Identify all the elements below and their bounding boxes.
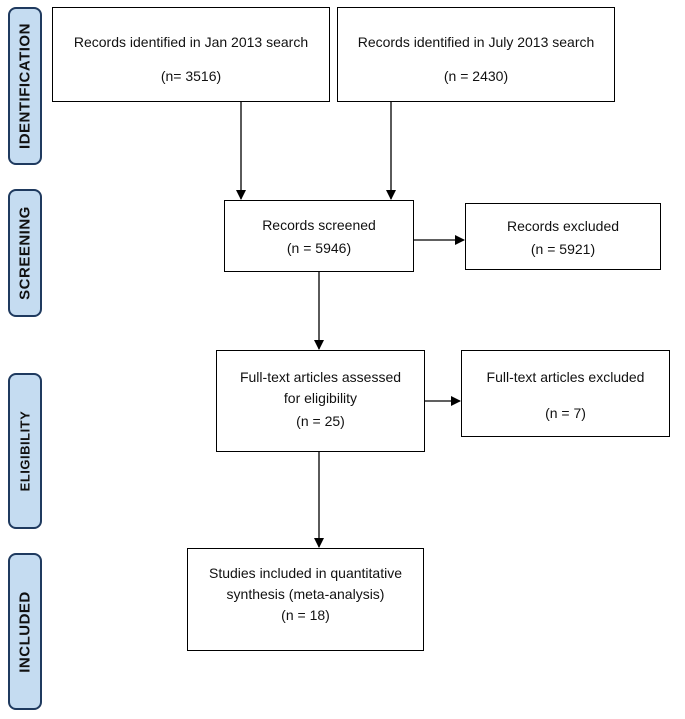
fulltext-assessed-count: (n = 25) — [296, 413, 345, 429]
box-jan-search: Records identified in Jan 2013 search (n… — [52, 7, 330, 102]
box-included-studies: Studies included in quantitative synthes… — [187, 548, 424, 651]
stage-eligibility: ELIGIBILITY — [8, 373, 42, 529]
records-screened-title: Records screened — [262, 217, 376, 233]
stage-included: INCLUDED — [8, 553, 42, 710]
records-screened-count: (n = 5946) — [286, 239, 352, 256]
fulltext-excluded-title: Full-text articles excluded — [486, 369, 645, 385]
july-search-title: Records identified in July 2013 search — [357, 34, 595, 50]
fulltext-assessed-title-1: Full-text articles assessed — [239, 369, 402, 385]
fulltext-assessed-title-2: for eligibility — [283, 389, 358, 406]
box-fulltext-assessed: Full-text articles assessed for eligibil… — [216, 350, 425, 452]
box-records-screened: Records screened (n = 5946) — [224, 200, 414, 272]
included-studies-count: (n = 18) — [281, 607, 330, 623]
box-fulltext-excluded: Full-text articles excluded (n = 7) — [461, 350, 670, 437]
jan-search-count: (n= 3516) — [160, 67, 222, 84]
included-studies-title-1: Studies included in quantitative — [208, 565, 403, 581]
box-july-search: Records identified in July 2013 search (… — [337, 7, 615, 102]
included-studies-title-2: synthesis (meta-analysis) — [226, 585, 385, 602]
jan-search-title: Records identified in Jan 2013 search — [73, 34, 309, 50]
records-excluded-title: Records excluded — [506, 218, 620, 234]
stage-screening: SCREENING — [8, 189, 42, 317]
july-search-count: (n = 2430) — [443, 67, 509, 84]
fulltext-excluded-count: (n = 7) — [545, 404, 586, 421]
stage-identification: IDENTIFICATION — [8, 7, 42, 165]
box-records-excluded: Records excluded (n = 5921) — [465, 203, 661, 270]
records-excluded-count: (n = 5921) — [530, 240, 596, 257]
